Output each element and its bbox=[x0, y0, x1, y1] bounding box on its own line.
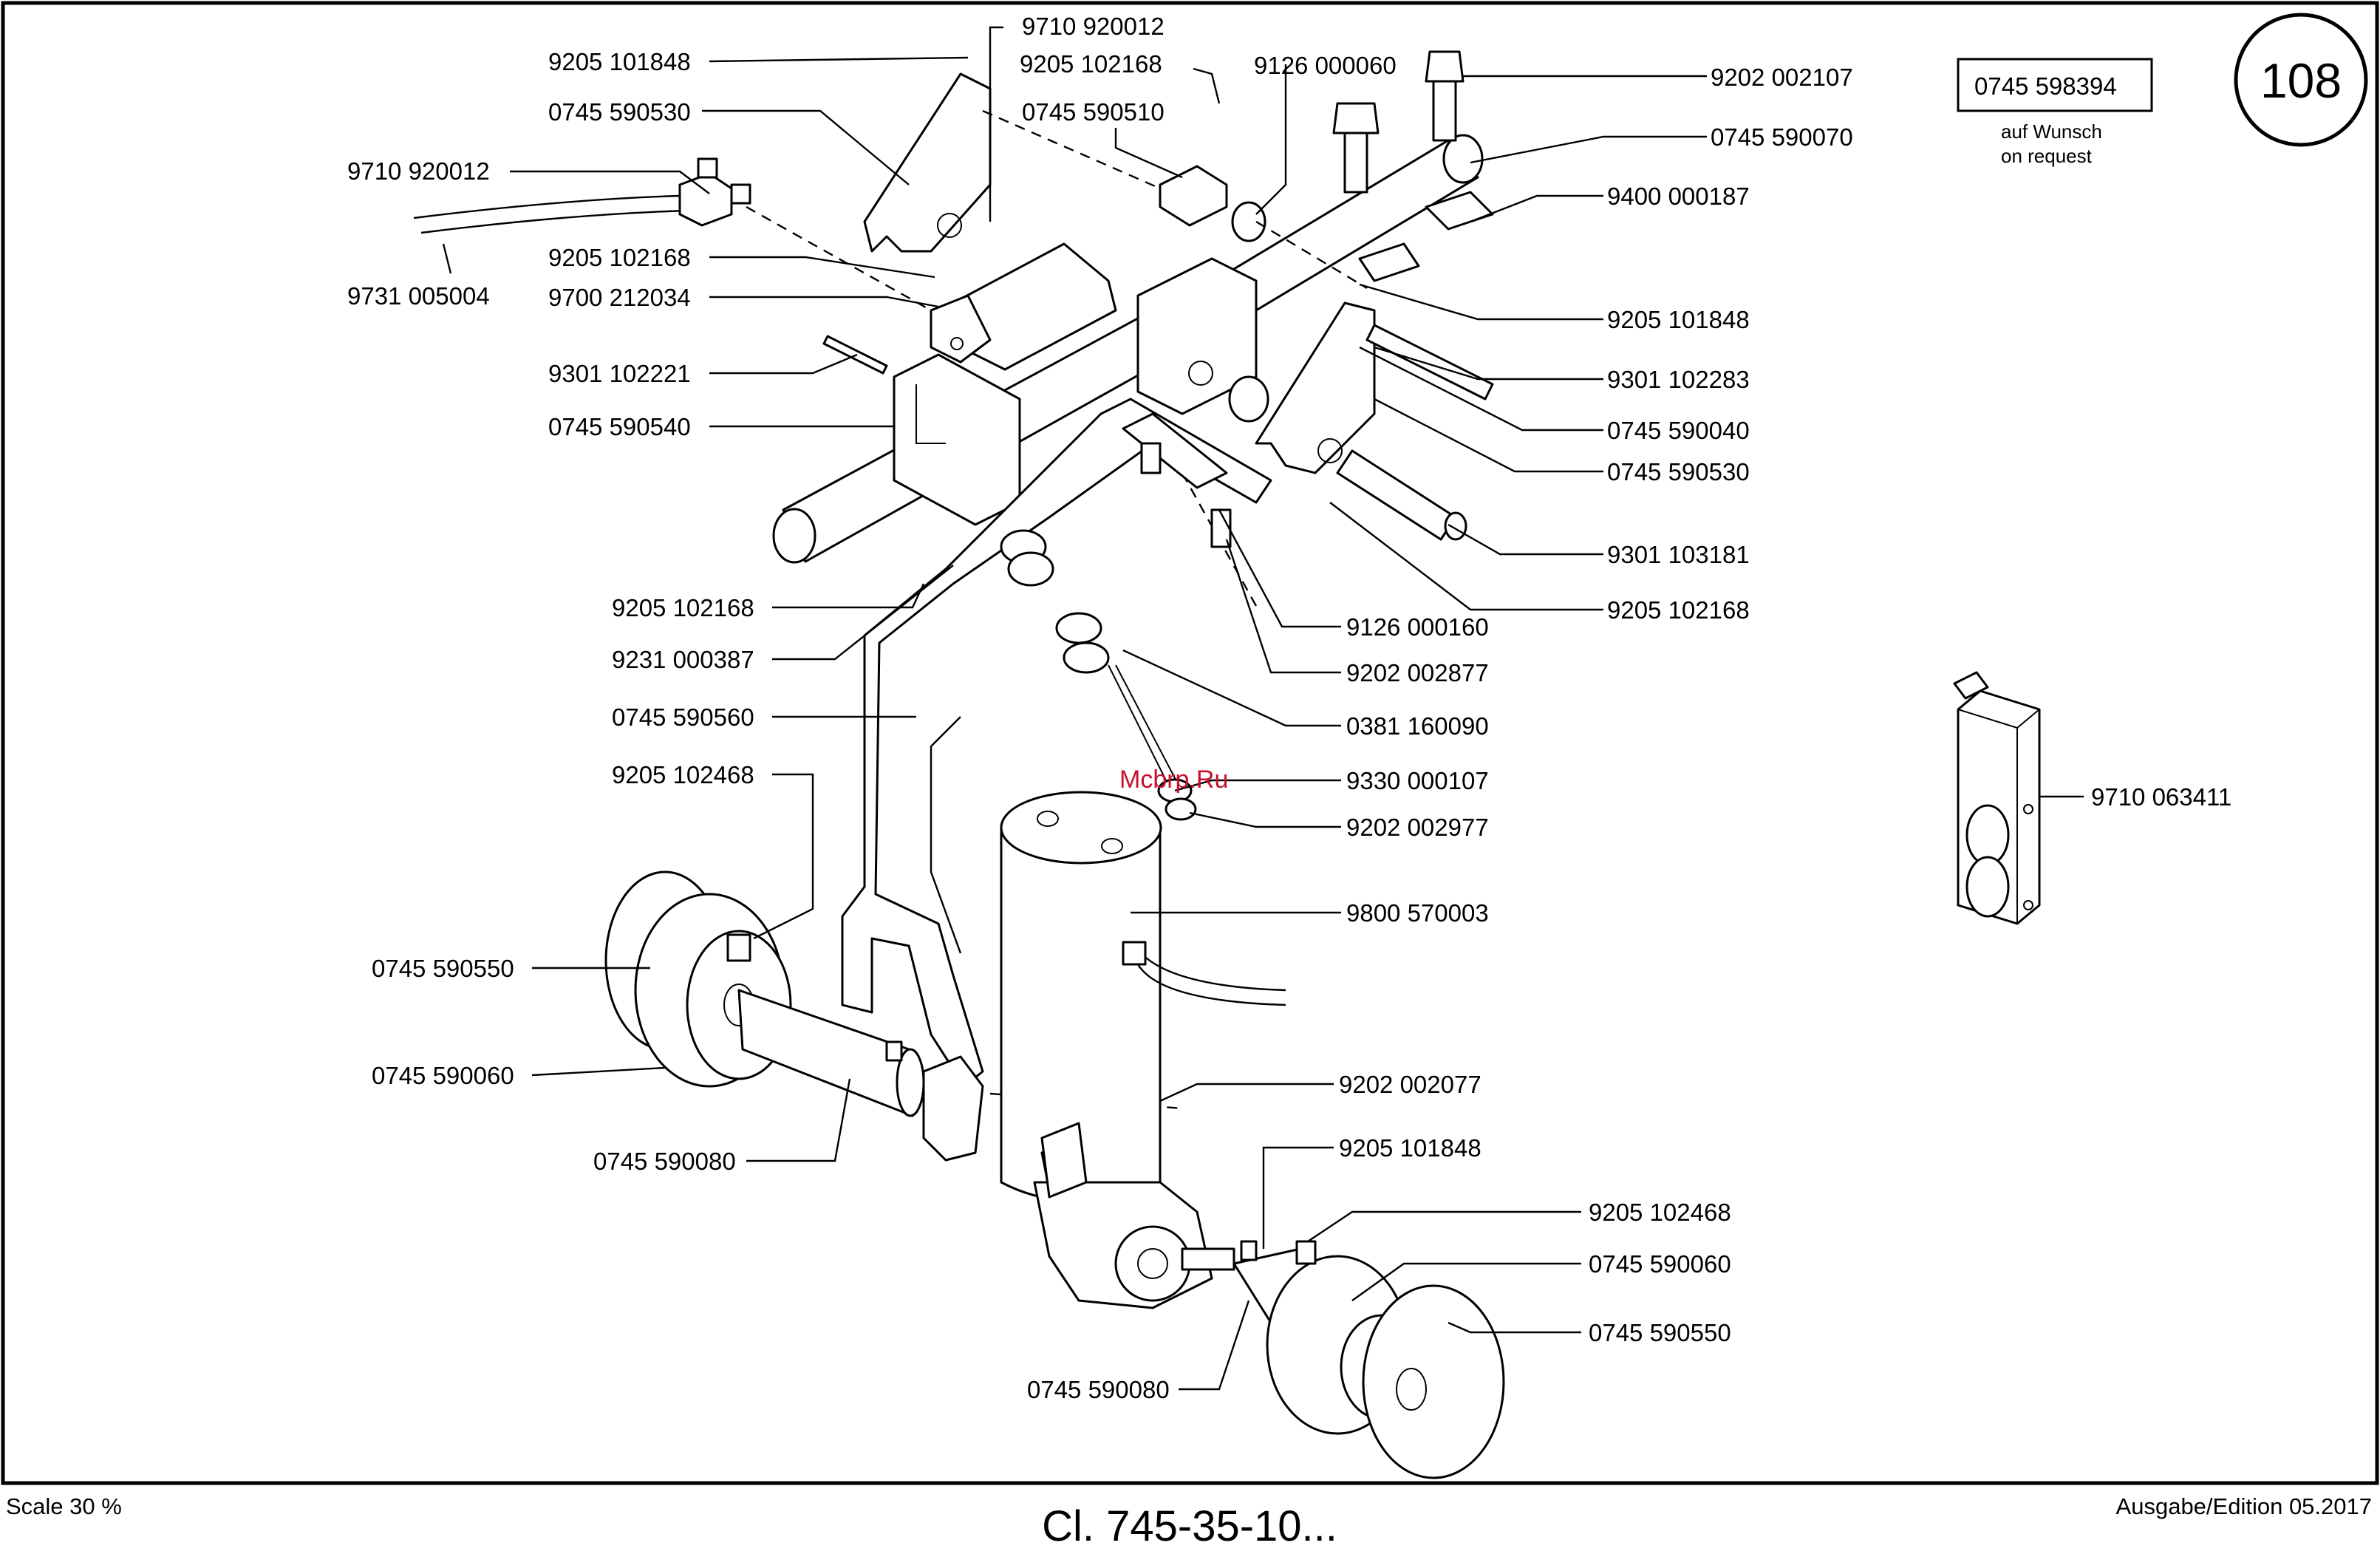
callout-label: 9205 102468 bbox=[1589, 1199, 1731, 1226]
page-number-badge: 108 bbox=[2234, 13, 2368, 147]
callout-label: 9800 570003 bbox=[1346, 899, 1489, 927]
callout-label: 9205 101848 bbox=[1607, 306, 1750, 333]
callout-label: 9330 000107 bbox=[1346, 767, 1489, 794]
callout-label: 0745 590530 bbox=[1607, 458, 1750, 485]
bracket-right bbox=[1255, 301, 1376, 474]
callout-label: 9205 102168 bbox=[1607, 596, 1750, 624]
callout-label: 0381 160090 bbox=[1346, 712, 1489, 740]
callout-label: 0745 590530 bbox=[548, 98, 691, 126]
callout-label: 9301 102221 bbox=[548, 360, 691, 387]
drawing-frame bbox=[1, 1, 2379, 1485]
callout-label: 9202 002877 bbox=[1346, 659, 1489, 686]
callout-labels: 9205 101848 0745 590530 9710 920012 9731… bbox=[347, 13, 2231, 1403]
callout-label: 9301 103181 bbox=[1607, 541, 1750, 568]
callout-label: 0745 590510 bbox=[1022, 98, 1165, 126]
callout-label: 9205 102468 bbox=[612, 761, 754, 788]
callout-label: 9710 920012 bbox=[1022, 13, 1165, 40]
callout-label: 9700 212034 bbox=[548, 284, 691, 311]
callout-label: 9710 920012 bbox=[347, 157, 490, 185]
callout-label: 9400 000187 bbox=[1607, 183, 1750, 210]
callout-label: 0745 590060 bbox=[372, 1062, 514, 1089]
motor-top bbox=[1000, 791, 1162, 865]
callout-label: 9731 005004 bbox=[347, 282, 490, 310]
callout-label: 9202 002977 bbox=[1346, 814, 1489, 841]
callout-label: 0745 590040 bbox=[1607, 417, 1750, 444]
center-block bbox=[1136, 257, 1258, 415]
optional-note-en: on request bbox=[2001, 145, 2093, 167]
callout-label: 0745 590070 bbox=[1711, 123, 1853, 151]
callout-label: 0745 590080 bbox=[1027, 1376, 1170, 1403]
optional-part-number: 0745 598394 bbox=[1974, 72, 2117, 100]
callout-label: 9202 002107 bbox=[1711, 64, 1853, 91]
callout-label: 0745 590080 bbox=[593, 1148, 736, 1175]
parts-artwork bbox=[413, 50, 2041, 1479]
callout-label: 9231 000387 bbox=[612, 646, 754, 673]
watermark: Mcbrp.Ru bbox=[1119, 766, 1228, 794]
bracket-left-upper bbox=[863, 72, 992, 253]
footer-title: Cl. 745-35-10... bbox=[1042, 1502, 1337, 1550]
callout-label: 9205 102168 bbox=[548, 244, 691, 271]
callout-label: 9126 000160 bbox=[1346, 613, 1489, 641]
callout-label: 9710 063411 bbox=[2091, 783, 2231, 811]
hose-upper bbox=[413, 194, 681, 219]
callout-label: 9205 101848 bbox=[548, 48, 691, 75]
callout-label: 9202 002077 bbox=[1339, 1071, 1481, 1098]
callout-label: 0745 590550 bbox=[372, 955, 514, 982]
callout-label: 0745 590550 bbox=[1589, 1319, 1731, 1346]
footer-scale: Scale 30 % bbox=[6, 1493, 122, 1519]
callout-label: 9205 102168 bbox=[1020, 50, 1162, 78]
callout-label: 9205 102168 bbox=[612, 594, 754, 621]
callout-label: 0745 590560 bbox=[612, 703, 754, 731]
footer-edition: Ausgabe/Edition 05.2017 bbox=[2116, 1493, 2372, 1519]
leader-lines bbox=[442, 26, 2084, 1391]
callout-label: 9126 000060 bbox=[1254, 52, 1397, 79]
optional-part-box: 0745 598394 auf Wunsch on request bbox=[1957, 58, 2153, 167]
optional-note-de: auf Wunsch bbox=[2001, 120, 2102, 143]
callout-label: 0745 590540 bbox=[548, 413, 691, 440]
wheel-right-outer bbox=[1362, 1284, 1505, 1479]
callout-label: 9301 102283 bbox=[1607, 366, 1750, 393]
page-number: 108 bbox=[2260, 53, 2342, 108]
callout-label: 0745 590060 bbox=[1589, 1250, 1731, 1278]
callout-label: 9205 101848 bbox=[1339, 1134, 1481, 1162]
